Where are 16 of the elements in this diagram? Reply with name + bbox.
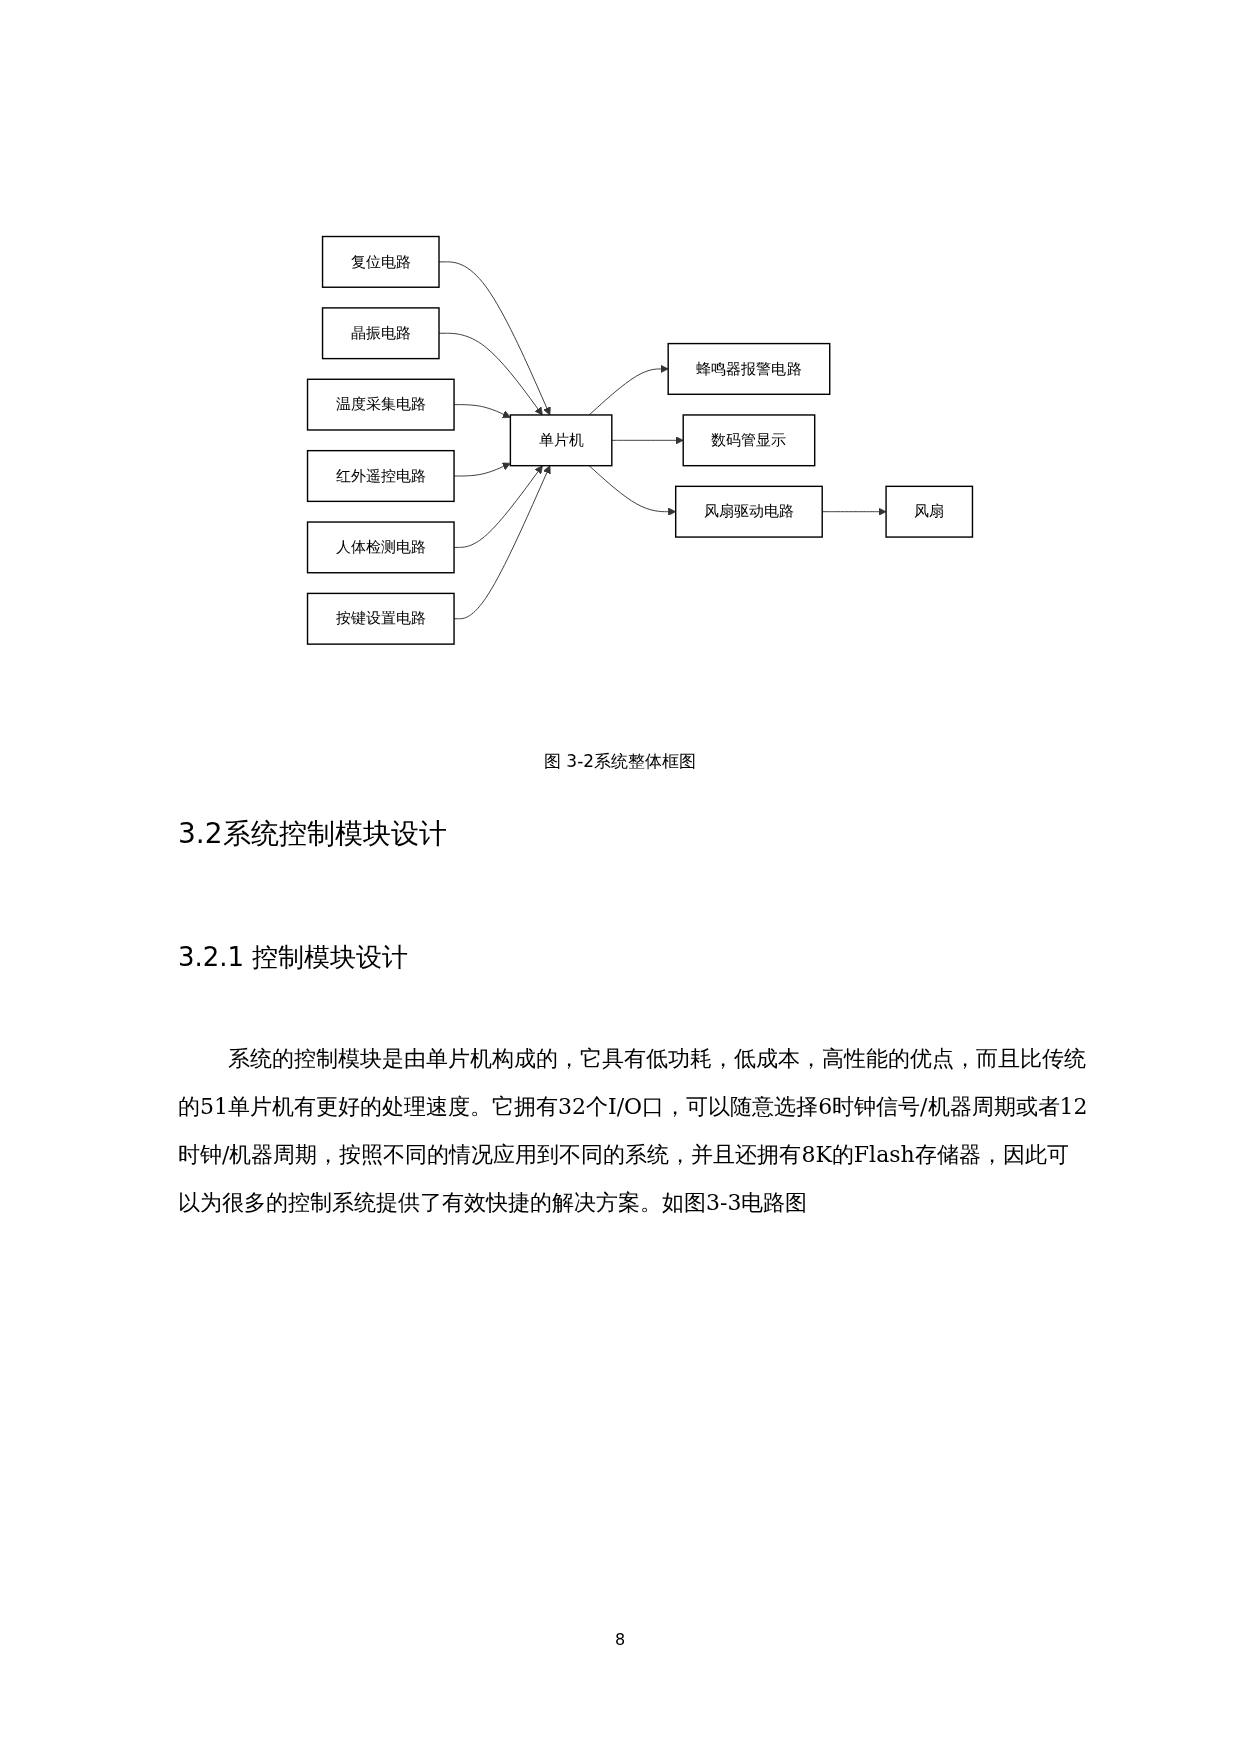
node-box: 蜂鸣器报警电路	[667, 342, 831, 395]
page-number: 8	[613, 1630, 627, 1649]
subsection-heading: 3.2.1 控制模块设计	[178, 941, 409, 974]
node-box: 风扇	[885, 485, 974, 538]
node-box: 风扇驱动电路	[675, 485, 823, 538]
node-box: 人体检测电路	[306, 521, 455, 574]
node-box: 复位电路	[321, 235, 440, 288]
paragraph: 系统的控制模块是由单片机构成的，它具有低功耗，低成本，高性能的优点，而且比传统的51单片机有更好的处理速度。它拥有32个I/O口，可以随意选择6时钟信号/机器周期或者12时钟/机器周期，按照不同的情况应用到不同的系统，并且还拥有8K的Flash存储器，因此可以为很多的控制系统提供了有效快捷的解决方案。如图3-3电路图	[178, 1045, 1089, 1217]
node-box: 红外遥控电路	[306, 449, 455, 502]
node-box: 按键设置电路	[306, 592, 455, 645]
section-heading: 3.2系统控制模块设计	[178, 816, 447, 852]
node-box: 晶振电路	[321, 306, 440, 359]
node-box: 温度采集电路	[306, 378, 455, 431]
node-box: 数码管显示	[682, 413, 816, 467]
figure-caption: 图 3-2系统整体框图	[542, 750, 698, 773]
node-box: 单片机	[509, 413, 613, 467]
